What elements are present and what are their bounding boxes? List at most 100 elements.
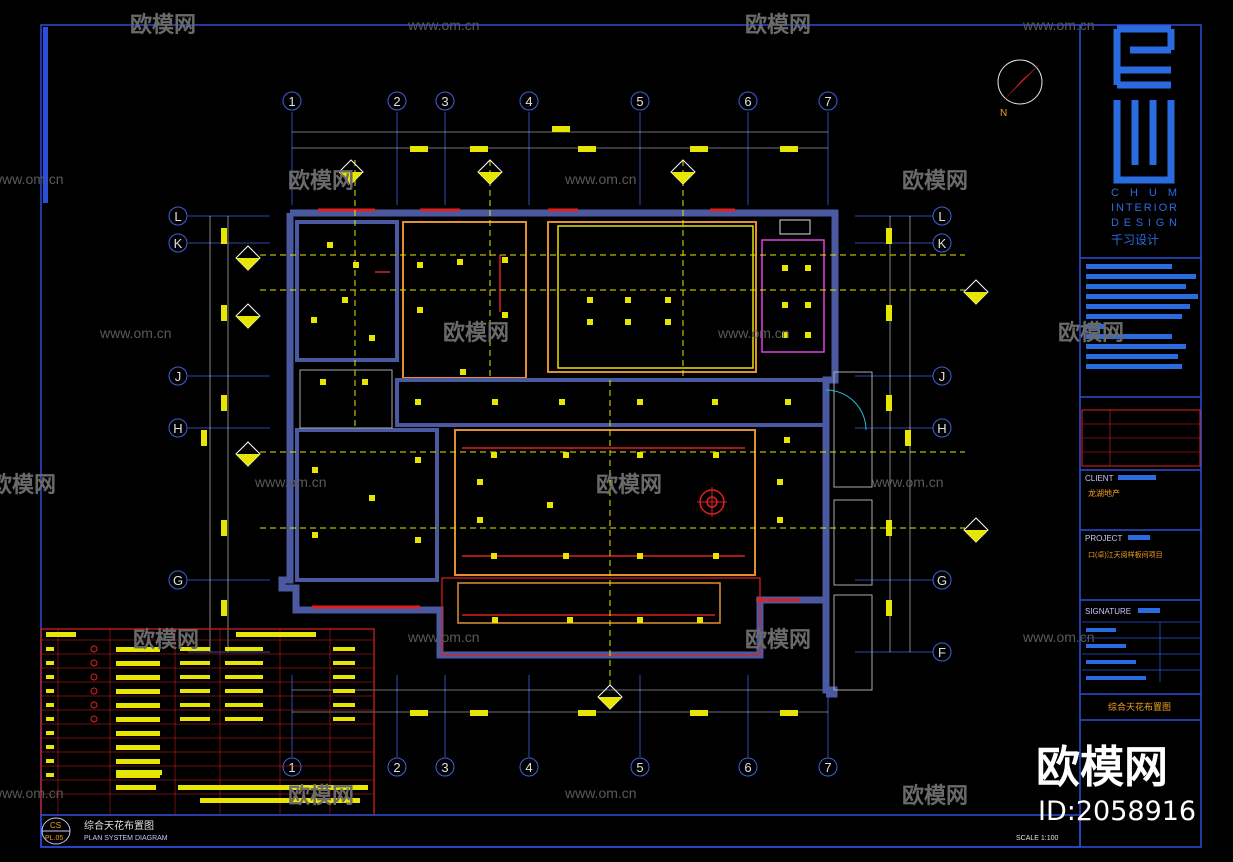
title-block-notes [1086, 264, 1198, 369]
watermark-brand: 欧模网 [443, 320, 509, 346]
grid-label-row: G [173, 573, 183, 588]
grid-bubble-col-1: 1 [282, 757, 302, 777]
grid-label-row: H [173, 421, 182, 436]
watermark-url: www.om.cn [99, 325, 172, 341]
grid-bubble-row-G: G [168, 570, 188, 590]
grid-label-col: 6 [744, 760, 751, 775]
room-master [547, 221, 757, 373]
watermark-url: www.om.cn [717, 325, 790, 341]
room-balcony [441, 577, 761, 656]
watermark-url: www.om.cn [407, 629, 480, 645]
grid-label-col: 4 [525, 760, 532, 775]
grid-label-col: 6 [744, 94, 751, 109]
grid-bubble-col-7: 7 [818, 91, 838, 111]
grid-label-row: L [938, 209, 945, 224]
dimension-marks [201, 126, 911, 716]
room-dining [457, 582, 721, 624]
watermark-brand: 欧模网 [902, 168, 968, 194]
right-hatch-2 [833, 499, 873, 586]
watermark-brand: 欧模网 [1058, 320, 1124, 346]
grid-bubble-col-7: 7 [818, 757, 838, 777]
grid-bubble-col-3: 3 [435, 91, 455, 111]
watermark-brand: 欧模网 [745, 12, 811, 38]
section-mark-left-3 [235, 441, 261, 467]
brand-line-1: C H U M [1111, 187, 1177, 199]
client-label: CLIENT [1085, 474, 1114, 483]
grid-label-row: J [175, 369, 182, 384]
grid-label-col: 2 [393, 760, 400, 775]
room-bedroom-2 [295, 428, 439, 582]
watermark-url: www.om.cn [1022, 17, 1095, 33]
grid-bubble-row-H: H [932, 418, 952, 438]
watermark-brand: 欧模网 [902, 783, 968, 809]
grid-bubble-row-K: K [168, 233, 188, 253]
grid-label-row: F [938, 645, 946, 660]
drawing-title-en: PLAN SYSTEM DIAGRAM [84, 835, 168, 842]
grid-label-col: 1 [288, 760, 295, 775]
grid-label-col: 7 [824, 94, 831, 109]
grid-label-col: 2 [393, 94, 400, 109]
watermark-brand: 欧模网 [130, 12, 196, 38]
watermark-brand: 欧模网 [596, 472, 662, 498]
watermark-big-brand: 欧模网 [1036, 742, 1168, 793]
north-label: N [1000, 108, 1007, 119]
grid-bubble-row-K: K [932, 233, 952, 253]
stair-hatch [299, 369, 393, 429]
watermark-url: www.om.cn [254, 474, 327, 490]
watermark-url: www.om.cn [407, 17, 480, 33]
grid-bubble-col-6: 6 [738, 91, 758, 111]
section-mark-left-2 [235, 303, 261, 329]
room-bedroom-1 [295, 220, 399, 362]
room-master-ceiling [557, 225, 754, 369]
room-right [761, 239, 825, 353]
grid-label-row: K [174, 236, 183, 251]
grid-label-col: 3 [441, 760, 448, 775]
watermark-url: www.om.cn [0, 785, 64, 801]
grid-label-col: 4 [525, 94, 532, 109]
red-lines [375, 255, 745, 616]
grid-label-row: L [174, 209, 181, 224]
grid-label-col: 1 [288, 94, 295, 109]
watermark-id: ID:2058916 [1038, 796, 1196, 827]
grid-bubble-col-5: 5 [630, 91, 650, 111]
grid-bubble-col-5: 5 [630, 757, 650, 777]
watermark-brand: 欧模网 [288, 783, 354, 809]
grid-bubble-row-J: J [168, 366, 188, 386]
grid-bubble-col-6: 6 [738, 757, 758, 777]
brand-line-2: INTERIOR [1111, 202, 1177, 214]
grid-label-row: H [937, 421, 946, 436]
grid-bubble-col-3: 3 [435, 757, 455, 777]
watermark-brand: 欧模网 [133, 627, 199, 653]
room-living [454, 429, 756, 576]
signature-label: SIGNATURE [1085, 607, 1131, 616]
watermark-brand: 欧模网 [288, 168, 354, 194]
grid-label-col: 5 [636, 760, 643, 775]
grid-bubble-col-4: 4 [519, 91, 539, 111]
north-arrow-icon: N [997, 59, 1043, 119]
watermarks: 欧模网 欧模网 欧模网 欧模网 欧模网 欧模网 欧模网 欧模网 欧模网 欧模网 … [0, 12, 1196, 827]
grid-bubble-row-G: G [932, 570, 952, 590]
grid-bubble-row-J: J [932, 366, 952, 386]
watermark-url: www.om.cn [0, 171, 64, 187]
drawing-scale: SCALE 1:100 [1016, 835, 1059, 842]
watermark-brand: 欧模网 [745, 627, 811, 653]
light-fixtures [311, 242, 811, 623]
drawing-title-cn: 综合天花布置图 [84, 819, 154, 832]
grid-bubble-col-2: 2 [387, 757, 407, 777]
title-block: C H U M INTERIOR DESIGN 千习设计 CLIENT 龙湖地产… [1080, 25, 1201, 721]
section-mark-top-2 [477, 159, 503, 185]
section-mark-top-1 [338, 159, 364, 185]
title-strip [40, 814, 1081, 848]
chum-logo [1113, 25, 1175, 184]
grid-bubble-col-4: 4 [519, 757, 539, 777]
section-mark-top-3 [670, 159, 696, 185]
section-mark-right-1 [963, 279, 989, 305]
right-hatch-3 [833, 594, 873, 691]
grid-bubble-row-L: L [168, 206, 188, 226]
room-study [402, 221, 527, 379]
title-badge-top: CS [50, 821, 61, 830]
brand-line-3: DESIGN [1111, 217, 1177, 229]
section-mark-left-1 [235, 245, 261, 271]
grid-label-col: 5 [636, 94, 643, 109]
section-marks [235, 159, 989, 710]
